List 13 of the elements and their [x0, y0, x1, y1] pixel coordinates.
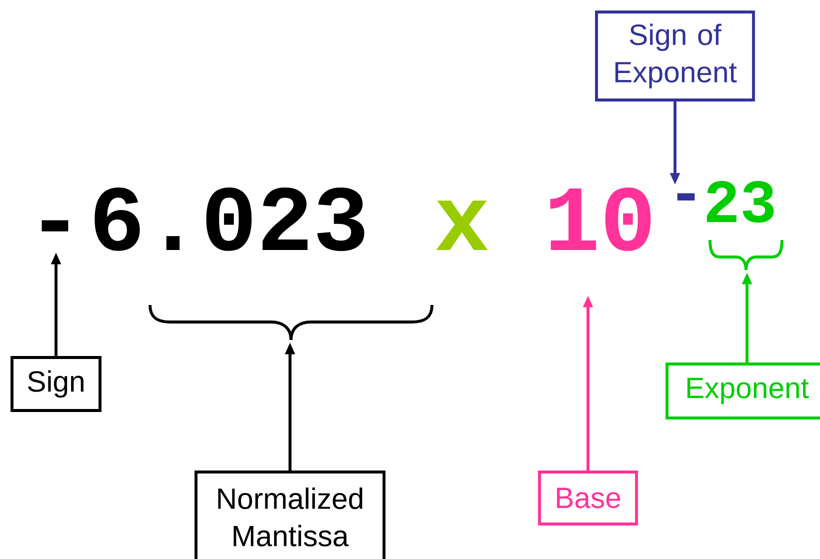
label-box: Base: [538, 470, 638, 526]
exponent-sign-symbol: -: [677, 193, 695, 201]
label-box: Sign of Exponent: [595, 10, 755, 102]
exponent-digits: 23: [706, 180, 774, 223]
label-box: Normalized Mantissa: [194, 470, 386, 559]
base-digits: 10: [550, 188, 651, 251]
sign-symbol: -: [42, 220, 68, 232]
multiplication-sign: x: [436, 200, 488, 250]
curly-brace: [148, 304, 434, 342]
mantissa-digits: 6.023: [94, 188, 364, 252]
label-box: Sign: [10, 356, 102, 412]
curly-brace: [708, 240, 784, 272]
label-box: Exponent: [666, 362, 820, 420]
